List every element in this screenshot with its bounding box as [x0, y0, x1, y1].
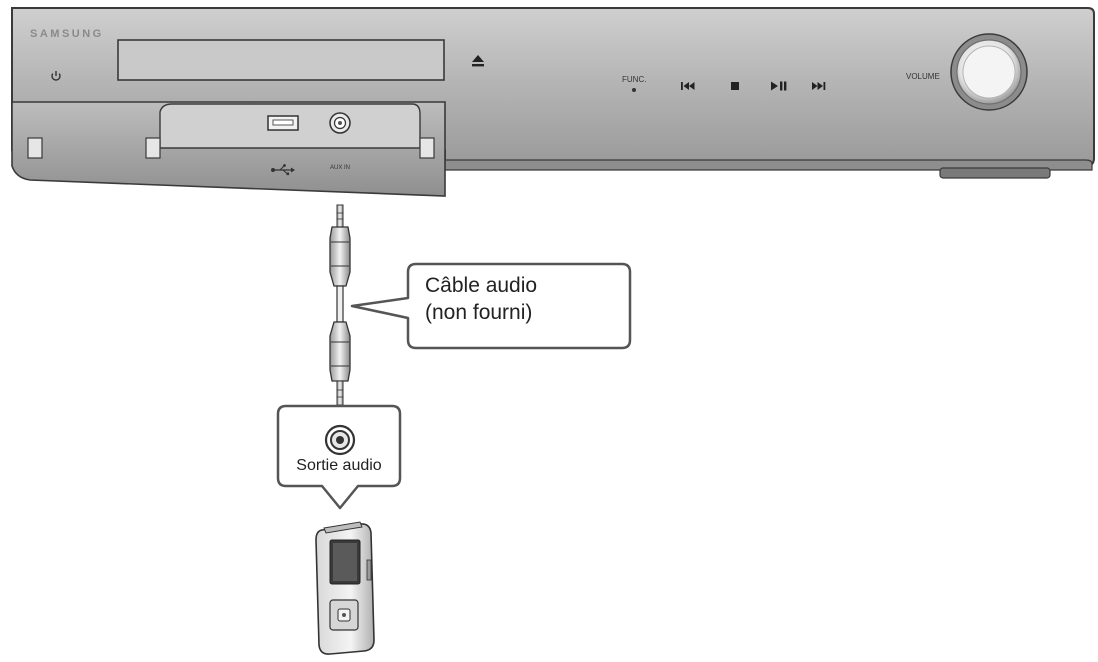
callout-line1: Câble audio: [425, 274, 537, 297]
skip-back-icon: [681, 82, 695, 90]
stop-icon: [731, 82, 739, 90]
eject-button[interactable]: [472, 55, 484, 67]
hinge: [27, 137, 43, 159]
hinge: [419, 137, 435, 159]
volume-label: VOLUME: [906, 72, 940, 81]
power-button[interactable]: [51, 71, 61, 81]
audio-output-callout: Sortie audio: [276, 404, 402, 510]
aux-in-label: AUX IN: [330, 165, 350, 171]
aux-in-jack[interactable]: [329, 112, 351, 134]
audio-cable: [329, 204, 351, 406]
player-side-button[interactable]: [366, 559, 372, 581]
disc-tray: [117, 39, 445, 81]
hinge: [145, 137, 161, 159]
usb-port[interactable]: [267, 115, 299, 131]
skip-forward-button[interactable]: [812, 82, 826, 90]
skip-back-button[interactable]: [681, 82, 695, 90]
audio-output-jack[interactable]: [324, 424, 356, 456]
audio-output-label: Sortie audio: [296, 457, 381, 474]
skip-forward-icon: [812, 82, 826, 90]
brand-logo: SAMSUNG: [30, 28, 104, 40]
power-icon: [51, 71, 61, 81]
cable-callout: Câble audio (non fourni): [350, 262, 632, 350]
usb-icon: [271, 164, 295, 176]
callout-line2: (non fourni): [425, 301, 532, 324]
play-pause-icon: [771, 81, 787, 91]
func-label: FUNC.: [622, 75, 646, 84]
stop-button[interactable]: [731, 82, 739, 90]
eject-icon: [472, 55, 484, 67]
play-pause-button[interactable]: [771, 81, 787, 91]
home-theater-unit: SAMSUNG FUNC.: [11, 7, 1095, 197]
portable-audio-player: [315, 521, 375, 655]
volume-knob[interactable]: [950, 33, 1028, 111]
func-button[interactable]: [632, 88, 636, 92]
